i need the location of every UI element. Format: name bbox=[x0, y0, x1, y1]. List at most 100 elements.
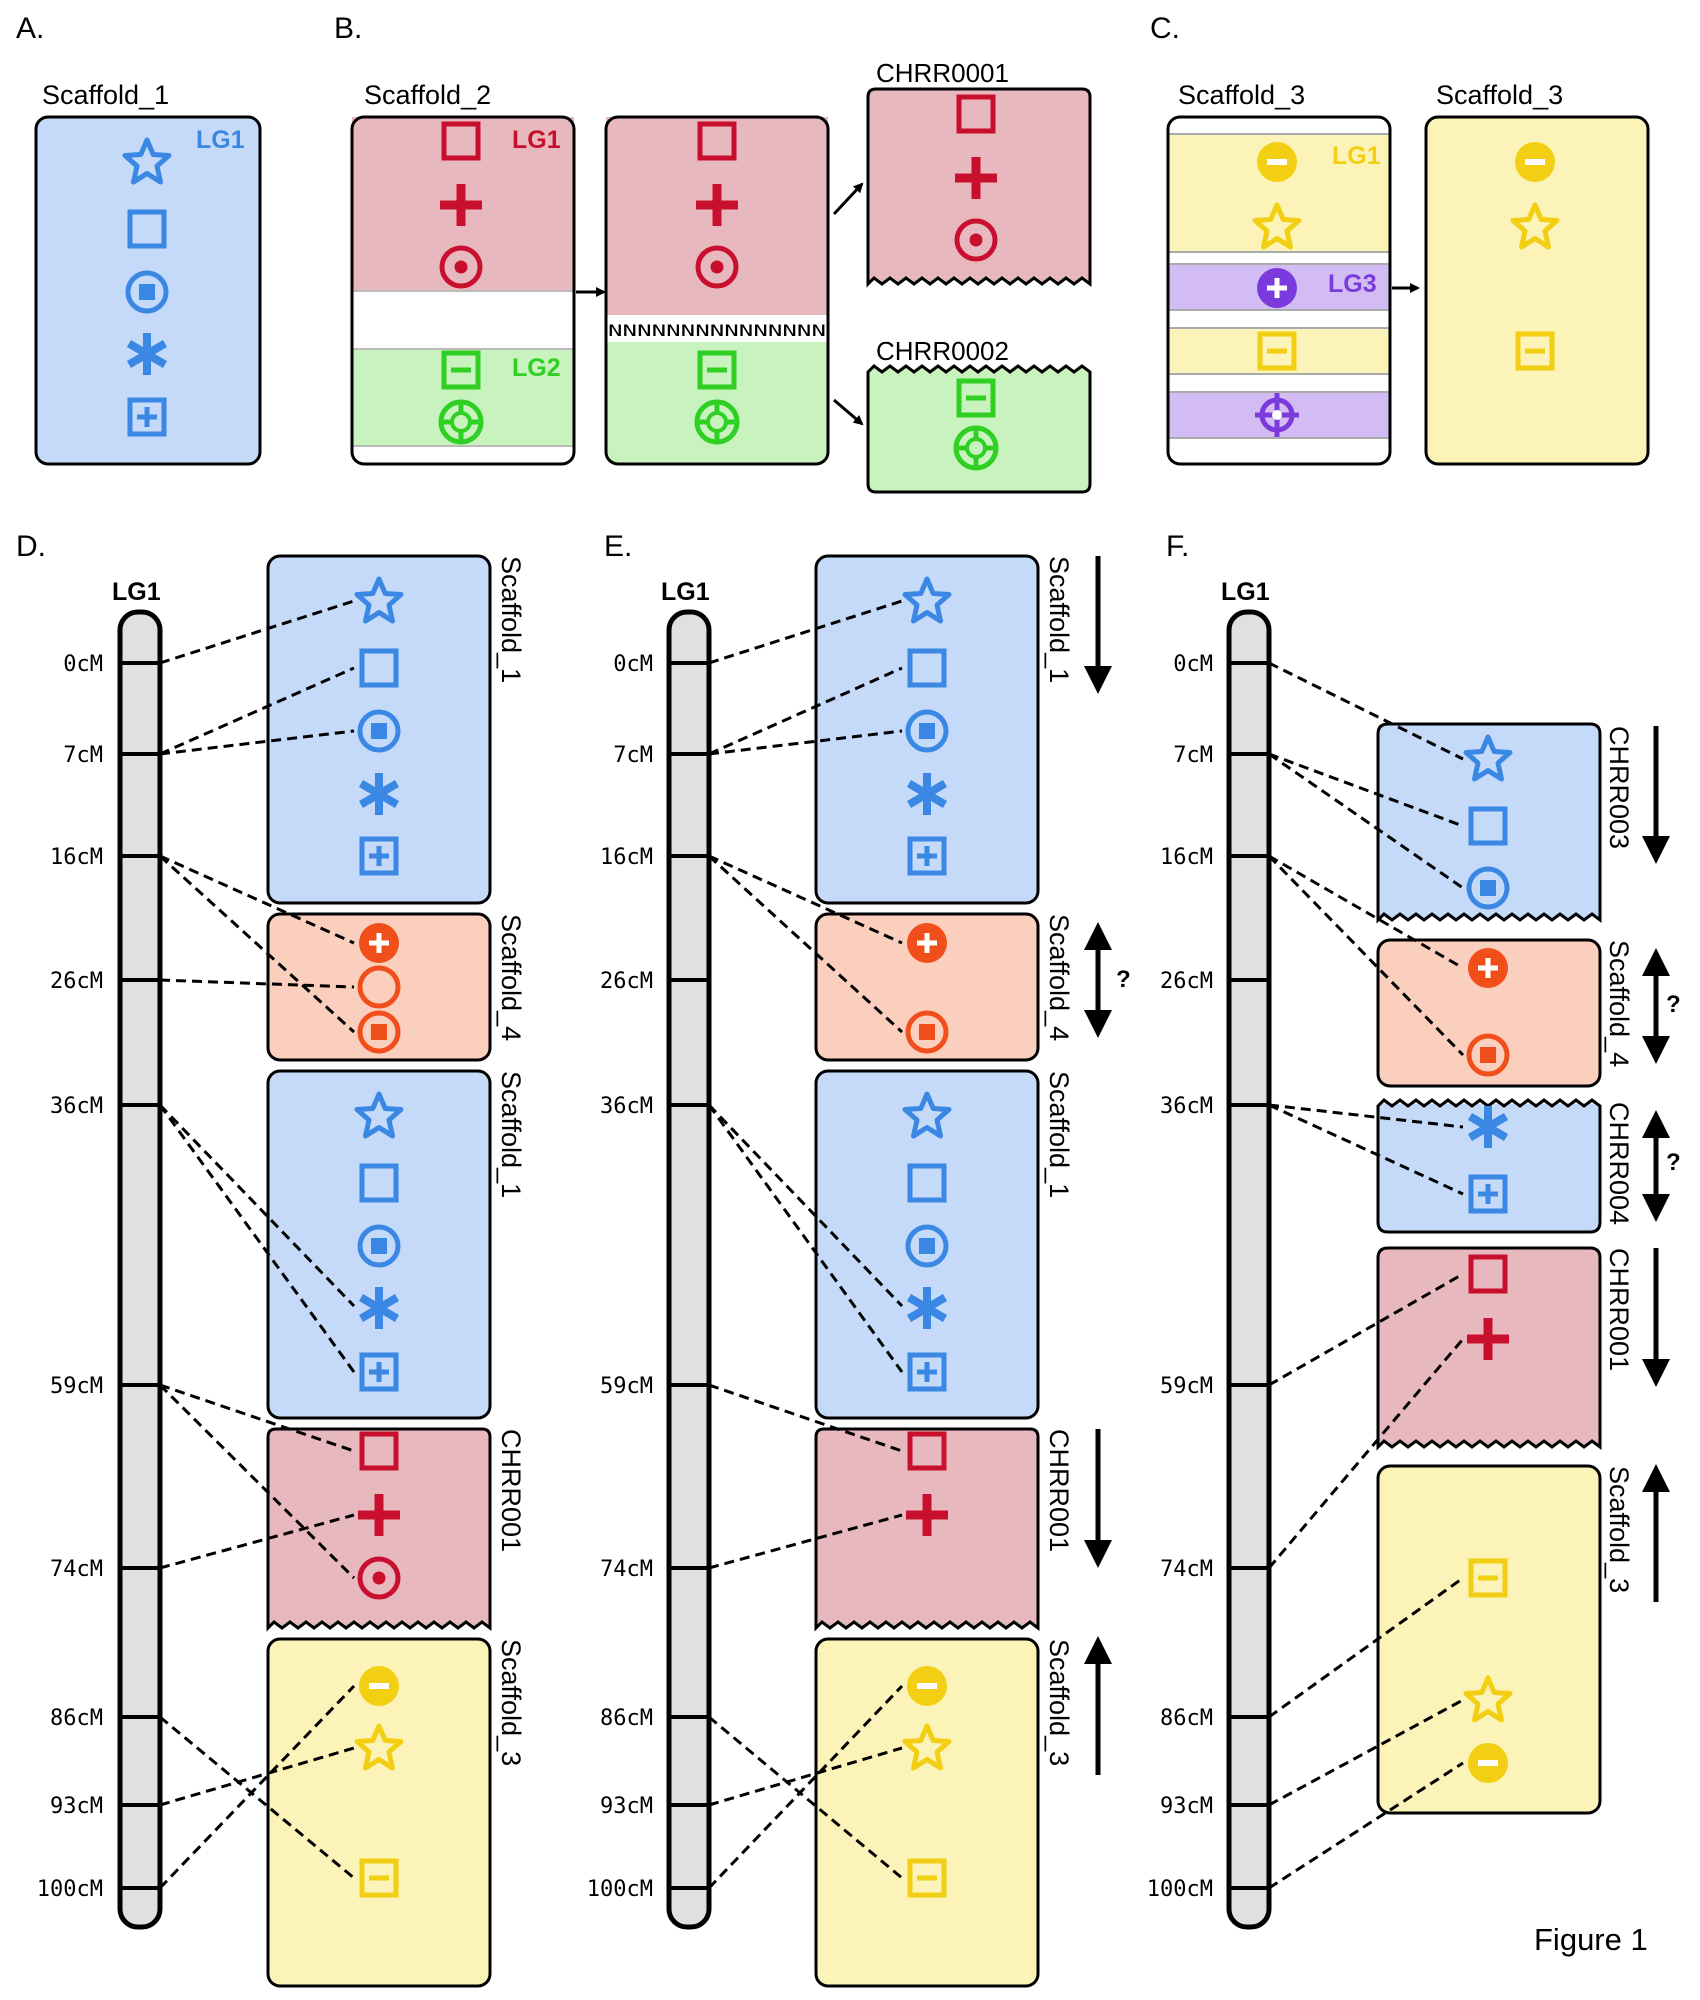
block-label: Scaffold_3 bbox=[1604, 1466, 1634, 1593]
lg1-title: LG1 bbox=[661, 578, 710, 606]
filled-plus-icon bbox=[907, 923, 947, 963]
tick-label: 7cM bbox=[613, 743, 653, 768]
block-label: CHRR001 bbox=[1604, 1248, 1634, 1371]
orientation-arrows bbox=[1084, 556, 1112, 1775]
unknown-orientation-mark: ? bbox=[1666, 991, 1681, 1018]
marker-links bbox=[158, 599, 356, 1890]
tick-label: 0cM bbox=[613, 652, 653, 677]
tick-label: 7cM bbox=[63, 743, 103, 768]
filled-plus-icon bbox=[1257, 268, 1297, 308]
unknown-orientation-mark: ? bbox=[1116, 966, 1131, 993]
block-label: Scaffold_4 bbox=[496, 914, 526, 1041]
tick-label: 93cM bbox=[1160, 1794, 1213, 1819]
block-label: Scaffold_3 bbox=[1044, 1639, 1074, 1766]
filled-minus-icon bbox=[1257, 142, 1297, 182]
tick-label: 26cM bbox=[1160, 969, 1213, 994]
panel-e: E. LG1 0cM 7cM 16cM 26cM 36cM 59cM 74cM … bbox=[587, 530, 1131, 1988]
lg2-label: LG2 bbox=[512, 354, 561, 382]
tick-label: 74cM bbox=[1160, 1557, 1213, 1582]
lg1-label: LG1 bbox=[1332, 142, 1381, 170]
block-label: Scaffold_1 bbox=[1044, 1071, 1074, 1198]
tick-label: 93cM bbox=[50, 1794, 103, 1819]
tick-label: 16cM bbox=[50, 845, 103, 870]
tick-label: 59cM bbox=[50, 1374, 103, 1399]
tick-label: 26cM bbox=[50, 969, 103, 994]
scaffold-2-label: Scaffold_2 bbox=[364, 80, 491, 110]
scaffold-4-block bbox=[1376, 938, 1602, 1088]
lg1-label: LG1 bbox=[512, 126, 561, 154]
scaffold-4-block bbox=[266, 912, 492, 1062]
block-label: Scaffold_1 bbox=[496, 556, 526, 683]
panel-f: F. LG1 0cM 7cM 16cM 26cM 36cM 59cM 74cM … bbox=[1147, 530, 1681, 1930]
orientation-arrows bbox=[1642, 726, 1670, 1602]
linkage-map-bar bbox=[666, 609, 712, 1930]
tick-label: 36cM bbox=[50, 1094, 103, 1119]
panel-e-letter: E. bbox=[604, 530, 632, 563]
filled-minus-icon bbox=[907, 1666, 947, 1706]
block-label: Scaffold_3 bbox=[496, 1639, 526, 1766]
filled-minus-icon bbox=[1468, 1743, 1508, 1783]
panel-b-letter: B. bbox=[334, 12, 362, 45]
block-label: CHRR003 bbox=[1604, 726, 1634, 849]
chrr004-block bbox=[1376, 1098, 1602, 1234]
panel-c: C. Scaffold_3 Scaffold_3 LG1 LG3 bbox=[1150, 12, 1650, 466]
tick-label: 59cM bbox=[1160, 1374, 1213, 1399]
block-label: Scaffold_4 bbox=[1604, 940, 1634, 1067]
linkage-map-ticks: 0cM 7cM 16cM 26cM 36cM 59cM 74cM 86cM 93… bbox=[587, 652, 709, 1902]
filled-minus-icon bbox=[359, 1666, 399, 1706]
linkage-map-bar bbox=[117, 609, 163, 1930]
linkage-map-ticks: 0cM 7cM 16cM 26cM 36cM 59cM 74cM 86cM 93… bbox=[1147, 652, 1269, 1902]
tick-label: 0cM bbox=[63, 652, 103, 677]
block-label: Scaffold_1 bbox=[496, 1071, 526, 1198]
scaffold-3-label-left: Scaffold_3 bbox=[1178, 80, 1305, 110]
linkage-map-bar bbox=[1226, 609, 1272, 1930]
tick-label: 0cM bbox=[1173, 652, 1213, 677]
lg1-title: LG1 bbox=[112, 578, 161, 606]
panel-d-letter: D. bbox=[16, 530, 46, 563]
panel-c-letter: C. bbox=[1150, 12, 1180, 45]
block-label: CHRR004 bbox=[1604, 1102, 1634, 1225]
marker-links bbox=[1267, 661, 1465, 1890]
tick-label: 74cM bbox=[600, 1557, 653, 1582]
scaffold-2-block bbox=[350, 115, 576, 466]
chrr0001-label: CHRR0001 bbox=[876, 58, 1009, 88]
tick-label: 16cM bbox=[1160, 845, 1213, 870]
tick-label: 100cM bbox=[587, 1877, 653, 1902]
panel-a: A. Scaffold_1 LG1 bbox=[16, 12, 262, 466]
marker-links bbox=[707, 599, 904, 1890]
scaffold-3-block bbox=[814, 1637, 1040, 1988]
lg1-title: LG1 bbox=[1221, 578, 1270, 606]
panel-a-letter: A. bbox=[16, 12, 44, 45]
block-label: CHRR001 bbox=[496, 1429, 526, 1552]
lg3-label: LG3 bbox=[1328, 270, 1377, 298]
tick-label: 7cM bbox=[1173, 743, 1213, 768]
scaffold-3-block-cleaned bbox=[1424, 115, 1650, 466]
unknown-orientation-mark: ? bbox=[1666, 1149, 1681, 1176]
tick-label: 36cM bbox=[1160, 1094, 1213, 1119]
panel-f-letter: F. bbox=[1166, 530, 1189, 563]
panel-d: D. LG1 0cM 7cM 16cM 26cM 36cM 59cM 74cM … bbox=[16, 530, 526, 1988]
tick-label: 93cM bbox=[600, 1794, 653, 1819]
gap-sequence: NNNNNNNNNNNNNNN bbox=[608, 321, 826, 340]
tick-label: 86cM bbox=[50, 1706, 103, 1731]
block-label: Scaffold_1 bbox=[1044, 556, 1074, 683]
tick-label: 36cM bbox=[600, 1094, 653, 1119]
linkage-map-ticks: 0cM 7cM 16cM 26cM 36cM 59cM 74cM 86cM 93… bbox=[37, 652, 160, 1902]
tick-label: 86cM bbox=[1160, 1706, 1213, 1731]
tick-label: 59cM bbox=[600, 1374, 653, 1399]
scaffold-1-label: Scaffold_1 bbox=[42, 80, 169, 110]
tick-label: 26cM bbox=[600, 969, 653, 994]
tick-label: 86cM bbox=[600, 1706, 653, 1731]
panel-b: B. Scaffold_2 LG1 LG2 bbox=[334, 12, 1092, 494]
filled-plus-icon bbox=[359, 923, 399, 963]
lg1-label: LG1 bbox=[196, 126, 245, 154]
figure-caption: Figure 1 bbox=[1534, 1922, 1648, 1957]
scaffold-3-label-right: Scaffold_3 bbox=[1436, 80, 1563, 110]
block-label: Scaffold_4 bbox=[1044, 914, 1074, 1041]
chrr0002-label: CHRR0002 bbox=[876, 336, 1009, 366]
chrr003-block bbox=[1376, 722, 1602, 924]
gapped-scaffold-block bbox=[604, 115, 830, 466]
tick-label: 100cM bbox=[1147, 1877, 1213, 1902]
tick-label: 74cM bbox=[50, 1557, 103, 1582]
